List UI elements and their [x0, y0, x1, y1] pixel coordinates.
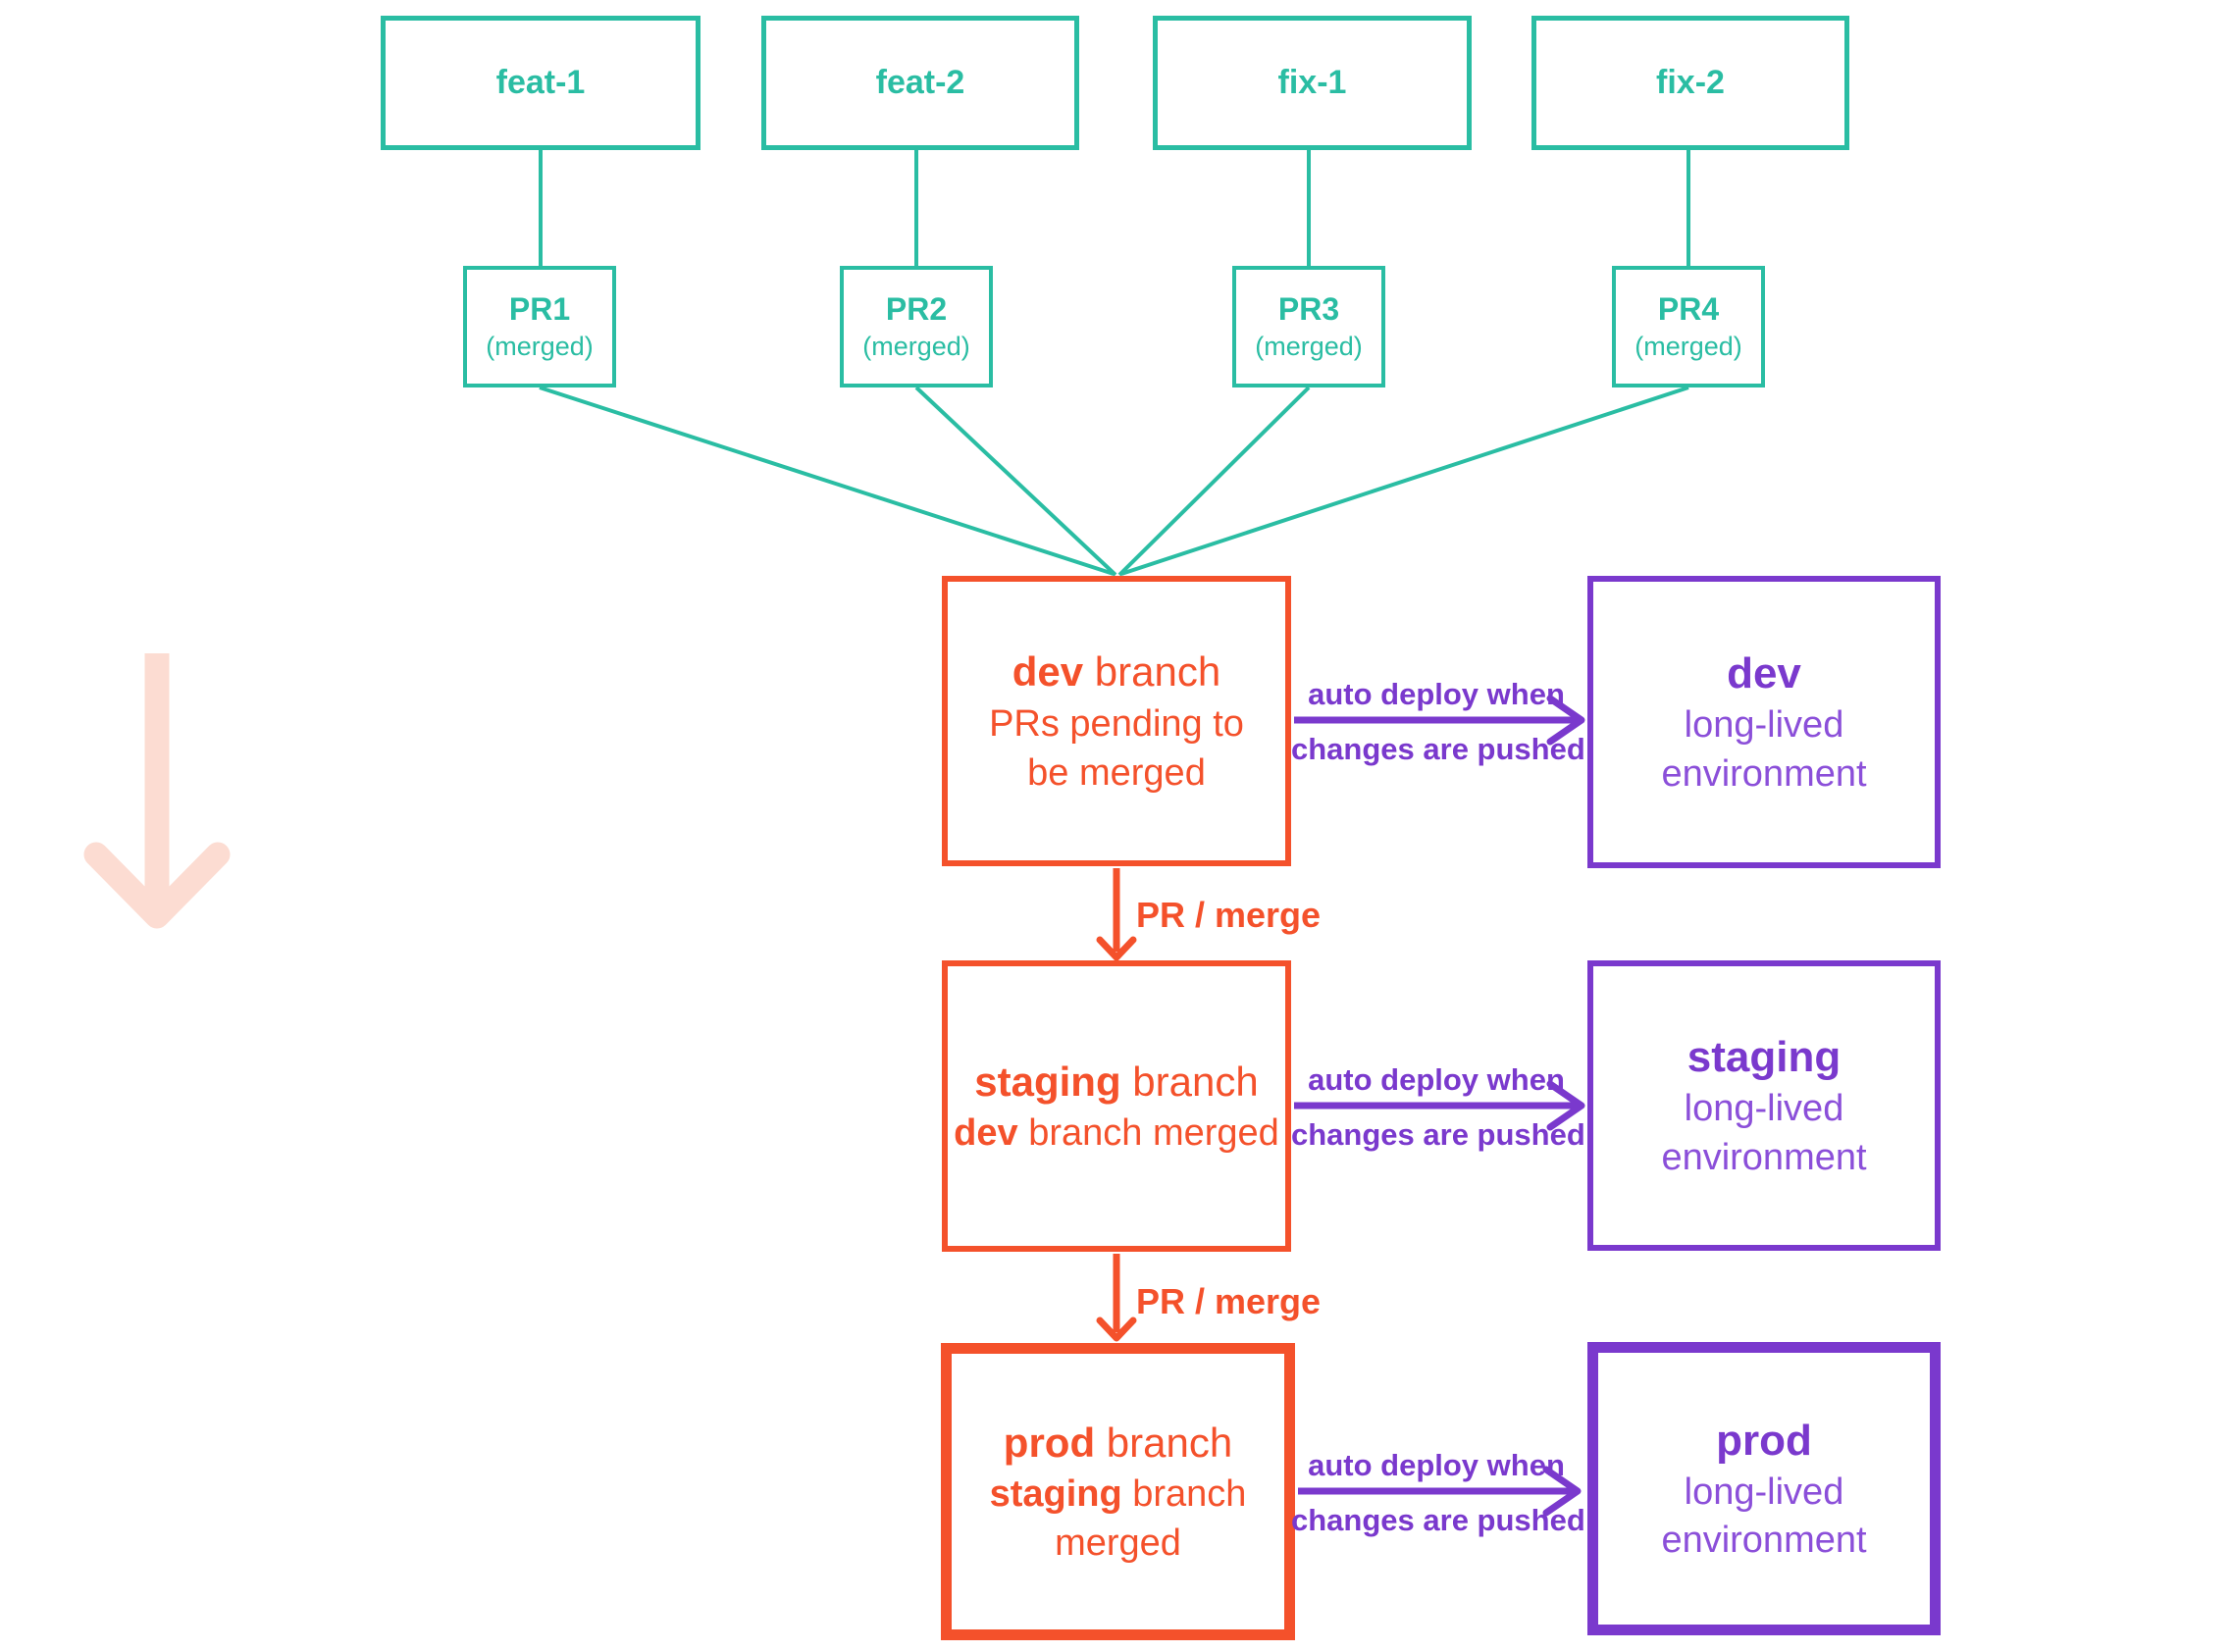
- pr-status: (merged): [1255, 332, 1363, 362]
- pr-title: PR2: [885, 291, 948, 328]
- environment-description-line2: environment: [1661, 752, 1867, 795]
- branch-description-line2: be merged: [1027, 751, 1206, 794]
- branch-title: prod branch: [1003, 1419, 1233, 1466]
- deploy-arrow-prod: [1298, 1466, 1582, 1517]
- deploy-arrow-label-line1: auto deploy when: [1308, 677, 1565, 711]
- dev-environment-box: dev long-lived environment: [1587, 576, 1941, 868]
- pr-to-dev-merge-lines: [539, 386, 1689, 577]
- branch-name: dev: [1012, 648, 1084, 696]
- branch-title: dev branch: [1012, 648, 1221, 696]
- flow-direction-arrow-icon: [83, 653, 231, 929]
- pr-title: PR1: [508, 291, 571, 328]
- branch-name: staging: [974, 1058, 1121, 1105]
- prod-environment-box: prod long-lived environment: [1587, 1342, 1941, 1635]
- pr-status: (merged): [486, 332, 594, 362]
- staging-branch-box: staging branch dev branch merged: [942, 960, 1291, 1252]
- deploy-arrow-staging: [1294, 1080, 1585, 1131]
- feature-branch-label: fix-1: [1277, 64, 1347, 101]
- pr-status: (merged): [1634, 332, 1742, 362]
- deploy-arrow-label-line2: changes are pushed: [1291, 1117, 1585, 1152]
- merge-arrow-staging-prod: [1096, 1254, 1137, 1342]
- merge-arrow-dev-staging: [1096, 868, 1137, 961]
- feature-branch-label: feat-1: [495, 64, 586, 101]
- branch-description: dev branch merged: [954, 1112, 1279, 1155]
- pr-title: PR4: [1657, 291, 1720, 328]
- deploy-arrow-label-line2: changes are pushed: [1291, 732, 1585, 766]
- branch-title: staging branch: [974, 1058, 1259, 1105]
- environment-description: long-lived: [1684, 1088, 1844, 1130]
- dev-branch-box: dev branch PRs pending to be merged: [942, 576, 1291, 866]
- feature-branch-box-fix-1: fix-1: [1153, 16, 1472, 150]
- deploy-arrow-label-line2: changes are pushed: [1291, 1503, 1585, 1537]
- environment-description-line2: environment: [1661, 1136, 1867, 1178]
- prod-branch-box: prod branch staging branch merged: [941, 1343, 1295, 1640]
- branch-description: staging branch: [989, 1473, 1247, 1516]
- pull-request-box-pr4: PR4 (merged): [1612, 266, 1765, 387]
- deploy-arrow-label-line1: auto deploy when: [1308, 1062, 1565, 1097]
- feature-branch-label: fix-2: [1656, 64, 1725, 101]
- deploy-arrow-dev: [1294, 695, 1585, 746]
- environment-description: long-lived: [1684, 704, 1844, 747]
- deploy-arrow-label-line1: auto deploy when: [1308, 1448, 1565, 1482]
- branch-description-line2: merged: [1055, 1523, 1181, 1565]
- staging-environment-box: staging long-lived environment: [1587, 960, 1941, 1251]
- pr-title: PR3: [1277, 291, 1340, 328]
- feat-to-pr-connectors: [539, 150, 1690, 266]
- merge-arrow-label: PR / merge: [1136, 895, 1322, 935]
- pr-status: (merged): [862, 332, 970, 362]
- feature-branch-box-fix-2: fix-2: [1531, 16, 1849, 150]
- feature-branch-label: feat-2: [875, 64, 965, 101]
- feature-branch-box-feat-1: feat-1: [381, 16, 700, 150]
- merge-arrow-label: PR / merge: [1136, 1281, 1322, 1321]
- branch-description: PRs pending to: [989, 702, 1244, 745]
- pull-request-box-pr3: PR3 (merged): [1232, 266, 1385, 387]
- environment-name: dev: [1727, 649, 1801, 698]
- environment-description-line2: environment: [1661, 1520, 1867, 1562]
- pull-request-box-pr1: PR1 (merged): [463, 266, 616, 387]
- environment-name: staging: [1686, 1033, 1842, 1082]
- feature-branch-box-feat-2: feat-2: [761, 16, 1079, 150]
- environment-description: long-lived: [1684, 1471, 1844, 1513]
- environment-name: prod: [1716, 1416, 1812, 1465]
- pull-request-box-pr2: PR2 (merged): [840, 266, 993, 387]
- branch-name: prod: [1003, 1419, 1096, 1466]
